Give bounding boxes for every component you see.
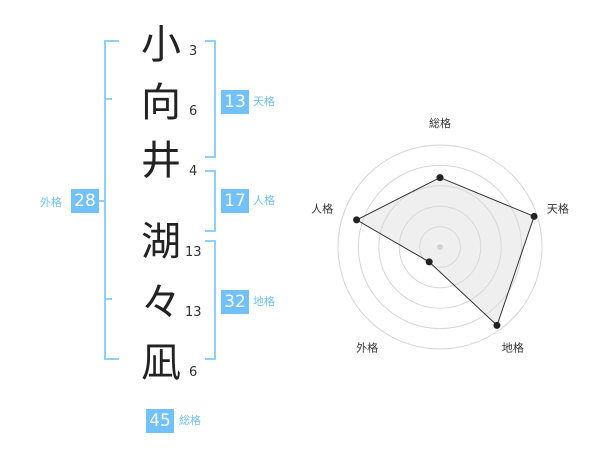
radar-point-4 (425, 258, 433, 266)
radar-axis-label-3: 地格 (502, 340, 524, 354)
name-char-5: 々 (141, 280, 181, 326)
chikaku-label: 地格 (253, 295, 275, 308)
radar-axis-label-2: 天格 (547, 202, 569, 216)
radar-axis-label-5: 人格 (311, 202, 333, 216)
radar-ring-2 (398, 205, 482, 289)
jinkaku-value-badge: 17 (221, 189, 249, 213)
radar-ring-4 (357, 164, 523, 330)
soukaku-label: 総格 (179, 414, 201, 427)
tenkaku-bracket-top (205, 40, 215, 42)
radar-ring-3 (378, 185, 502, 309)
gaikaku-bracket-tick-1 (104, 98, 112, 100)
stroke-count-5: 13 (185, 305, 202, 320)
name-char-4: 湖 (141, 219, 181, 265)
radar-axis-label-1: 総格 (429, 116, 451, 130)
radar-rings (337, 144, 543, 350)
radar-data-polygon (355, 177, 535, 327)
stroke-count-4: 13 (185, 245, 202, 260)
gaikaku-bracket-tick-2 (104, 298, 112, 300)
radar-point-5 (353, 216, 361, 224)
jinkaku-bracket-bottom (205, 230, 215, 232)
stroke-count-6: 6 (189, 365, 198, 380)
stroke-count-1: 3 (189, 44, 198, 59)
radar-ring-1 (419, 226, 461, 268)
soukaku-value-badge: 45 (146, 409, 174, 433)
jinkaku-label: 人格 (253, 194, 275, 207)
stroke-count-3: 4 (189, 164, 198, 179)
tenkaku-value-badge: 13 (221, 90, 249, 114)
gaikaku-value-badge: 28 (71, 189, 99, 213)
radar-center-dot (437, 244, 443, 250)
gaikaku-bracket-bottom (104, 358, 119, 360)
jinkaku-bracket-line (214, 170, 216, 232)
tenkaku-bracket-bottom (205, 156, 215, 158)
radar-point-3 (493, 321, 501, 329)
gaikaku-bracket-top (104, 40, 119, 42)
stroke-count-2: 6 (189, 104, 198, 119)
gaikaku-bracket-line (104, 40, 106, 360)
chikaku-bracket-bottom (205, 358, 215, 360)
jinkaku-bracket-top (205, 170, 215, 172)
radar-axis-label-4: 外格 (356, 340, 378, 354)
gaikaku-connector (97, 200, 105, 202)
name-char-1: 小 (141, 22, 181, 68)
chikaku-bracket-line (214, 240, 216, 360)
chikaku-value-badge: 32 (221, 290, 249, 314)
radar-point-2 (530, 212, 538, 220)
chikaku-bracket-top (205, 240, 215, 242)
tenkaku-label: 天格 (253, 95, 275, 108)
name-char-3: 井 (141, 138, 181, 184)
name-char-2: 向 (141, 80, 181, 126)
gaikaku-label: 外格 (40, 196, 62, 209)
name-char-6: 凪 (141, 340, 181, 386)
tenkaku-bracket-line (214, 40, 216, 158)
radar-point-1 (436, 174, 444, 182)
